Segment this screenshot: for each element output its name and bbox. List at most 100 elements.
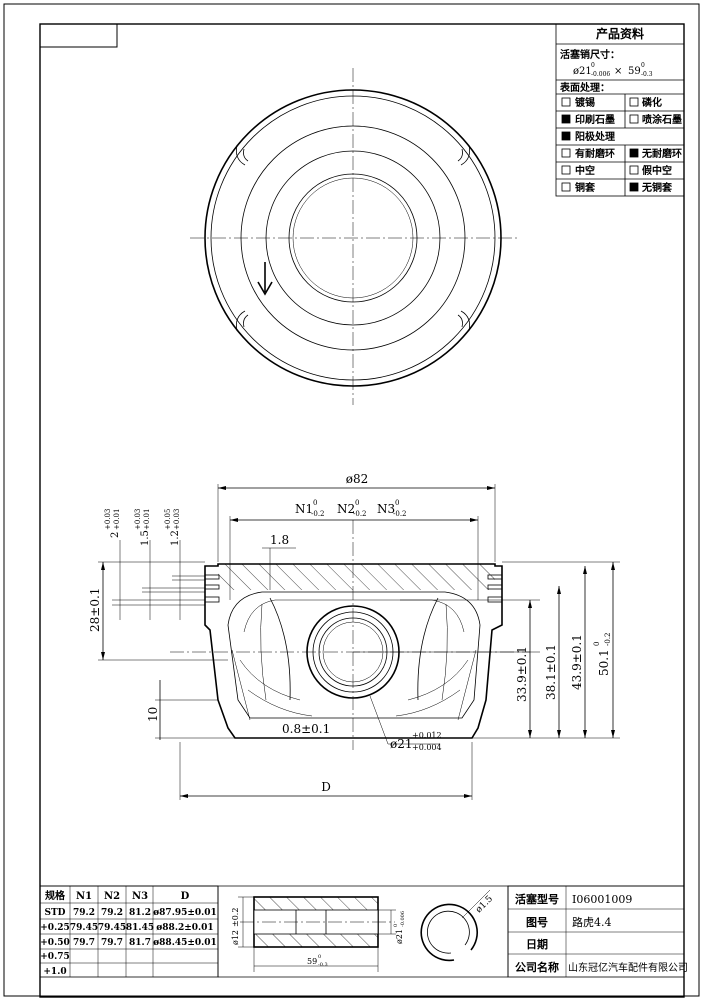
- pin-times: ×: [614, 66, 622, 77]
- dim-n1: N1: [295, 502, 313, 516]
- option-label: 磷化: [642, 96, 662, 109]
- spec-cell: 81.2: [129, 908, 151, 918]
- frame-border: [39, 23, 685, 998]
- pin-id: ø21: [395, 929, 404, 944]
- option-label: 印刷石墨: [575, 113, 615, 126]
- spec-cell: +0.25: [40, 923, 69, 933]
- pin-drawing: ø12 ±0.2 ø21 0 -0.006 59 0 -0.3 ø1.5: [217, 886, 509, 978]
- dim-n2-tol-lower: -0.2: [353, 510, 367, 518]
- dim-50-1-tol-upper: 0: [593, 642, 601, 646]
- spec-cell: ø88.45±0.01: [153, 938, 217, 948]
- dim-ring3-tol-lower: +0.03: [173, 509, 181, 530]
- spec-header: D: [181, 891, 190, 902]
- option-label: 无铜套: [641, 181, 673, 194]
- table-row: +0.50 79.7 79.7 81.7 ø88.45±0.01: [40, 938, 217, 948]
- dim-50-1-tol-lower: -0.2: [604, 633, 612, 647]
- pin-clip: ø1.5: [474, 894, 495, 915]
- dim-50-1: 50.1: [597, 649, 611, 676]
- option-label: 阳极处理: [575, 130, 615, 143]
- dim-ring2-tol-lower: +0.01: [143, 509, 151, 530]
- dim-n2-tol-upper: 0: [355, 499, 359, 507]
- dim-ring1-tol-upper: +0.03: [104, 509, 112, 530]
- dim-n3: N3: [377, 502, 395, 516]
- dim-ring3-tol-upper: +0.05: [164, 509, 172, 530]
- spec-cell: ø88.2±0.01: [156, 923, 213, 933]
- table-row: +1.0: [43, 967, 66, 977]
- pin-id-tol-upper: 0: [393, 924, 399, 927]
- dim-ring1: 2: [110, 532, 121, 538]
- spec-header: N1: [76, 891, 92, 902]
- option-no-copper-sleeve[interactable]: 无铜套: [629, 181, 673, 194]
- spec-cell: +0.50: [40, 938, 69, 948]
- dim-0-8: 0.8±0.1: [282, 722, 330, 736]
- dim-pin-hole-tol-upper: +0.012: [412, 731, 442, 740]
- spec-header: N2: [104, 891, 120, 902]
- option-pseudo-hollow[interactable]: 假中空: [629, 164, 672, 177]
- option-label: 假中空: [642, 164, 672, 177]
- dim-pin-hole-tol-lower: +0.004: [412, 743, 442, 752]
- dim-43-9: 43.9±0.1: [570, 634, 584, 690]
- dim-pin-hole: ø21: [390, 737, 413, 751]
- spec-cell: 79.2: [101, 908, 123, 918]
- dim-33-9: 33.9±0.1: [515, 646, 529, 702]
- spec-table: 规格 N1 N2 N3 D STD 79.2 79.2 81.2 ø87.95±…: [39, 885, 219, 978]
- option-without-wear-ring[interactable]: 无耐磨环: [629, 147, 682, 160]
- pin-len: 59: [628, 66, 641, 77]
- dim-dia-82: ø82: [346, 472, 369, 486]
- pin-size-label: 活塞销尺寸：: [560, 48, 620, 61]
- dim-38-1: 38.1±0.1: [544, 644, 558, 700]
- title-block: 活塞型号 I06001009 图号 路虎4.4 日期 公司名称 山东冠亿汽车配件…: [507, 885, 688, 978]
- info-title: 产品资料: [596, 26, 644, 41]
- option-hollow[interactable]: 中空: [561, 164, 595, 177]
- spec-cell: +0.75: [40, 952, 69, 962]
- dim-28: 28±0.1: [88, 588, 102, 632]
- piston-top-view: [190, 68, 520, 405]
- pin-id-tol-lower: -0.006: [400, 911, 406, 927]
- spec-cell: +1.0: [43, 967, 66, 977]
- drawing-no-value: 路虎4.4: [572, 916, 612, 929]
- spec-cell: STD: [44, 908, 65, 918]
- model-value: I06001009: [572, 893, 632, 906]
- spec-cell: 79.45: [98, 923, 126, 933]
- pin-len-tol-upper: 0: [318, 954, 321, 960]
- pin-dia-tol-lower: -0.006: [591, 71, 610, 78]
- spec-cell: 81.45: [126, 923, 154, 933]
- option-label: 喷涂石墨: [642, 113, 682, 126]
- dim-ring1-tol-lower: +0.01: [113, 509, 121, 530]
- option-tin-plating[interactable]: 镀锡: [561, 96, 595, 109]
- pin-od: ø12: [231, 930, 240, 945]
- spec-header: N3: [132, 891, 148, 902]
- dim-ring3: 1.2: [170, 530, 181, 546]
- option-label: 中空: [575, 164, 595, 177]
- pin-len-tol-upper: 0: [641, 62, 645, 69]
- option-anodizing[interactable]: 阳极处理: [561, 130, 615, 143]
- table-row: STD 79.2 79.2 81.2 ø87.95±0.01: [44, 908, 216, 918]
- dim-n1-tol-upper: 0: [313, 499, 317, 507]
- dim-ring2-tol-upper: +0.03: [134, 509, 142, 530]
- dim-d: D: [321, 780, 331, 794]
- option-copper-sleeve[interactable]: 铜套: [561, 181, 596, 194]
- piston-section-view: [170, 520, 530, 750]
- option-printed-graphite[interactable]: 印刷石墨: [561, 113, 615, 126]
- spec-cell: 81.7: [129, 938, 151, 948]
- pin-od-tol: ±0.2: [231, 908, 240, 927]
- spec-cell: ø87.95±0.01: [153, 908, 217, 918]
- company-value: 山东冠亿汽车配件有限公司: [568, 961, 688, 974]
- option-sprayed-graphite[interactable]: 喷涂石墨: [629, 113, 682, 126]
- dim-n1-tol-lower: -0.2: [311, 510, 325, 518]
- product-info-table: 产品资料 活塞销尺寸： ø21 0 -0.006 × 59 0 -0.3 表面处…: [555, 23, 685, 197]
- option-phosphating[interactable]: 磷化: [629, 96, 662, 109]
- table-row: +0.75: [40, 952, 69, 962]
- option-with-wear-ring[interactable]: 有耐磨环: [561, 147, 615, 160]
- date-label: 日期: [526, 937, 548, 951]
- dim-n2: N2: [337, 502, 355, 516]
- pin-len-tol-lower: -0.3: [318, 962, 328, 968]
- option-label: 无耐磨环: [641, 147, 682, 160]
- option-label: 镀锡: [575, 96, 595, 109]
- drawing-no-label: 图号: [526, 916, 548, 929]
- model-label: 活塞型号: [515, 892, 559, 906]
- pin-len: 59: [307, 957, 317, 966]
- dim-n3-tol-lower: -0.2: [393, 510, 407, 518]
- dim-10: 10: [146, 707, 160, 722]
